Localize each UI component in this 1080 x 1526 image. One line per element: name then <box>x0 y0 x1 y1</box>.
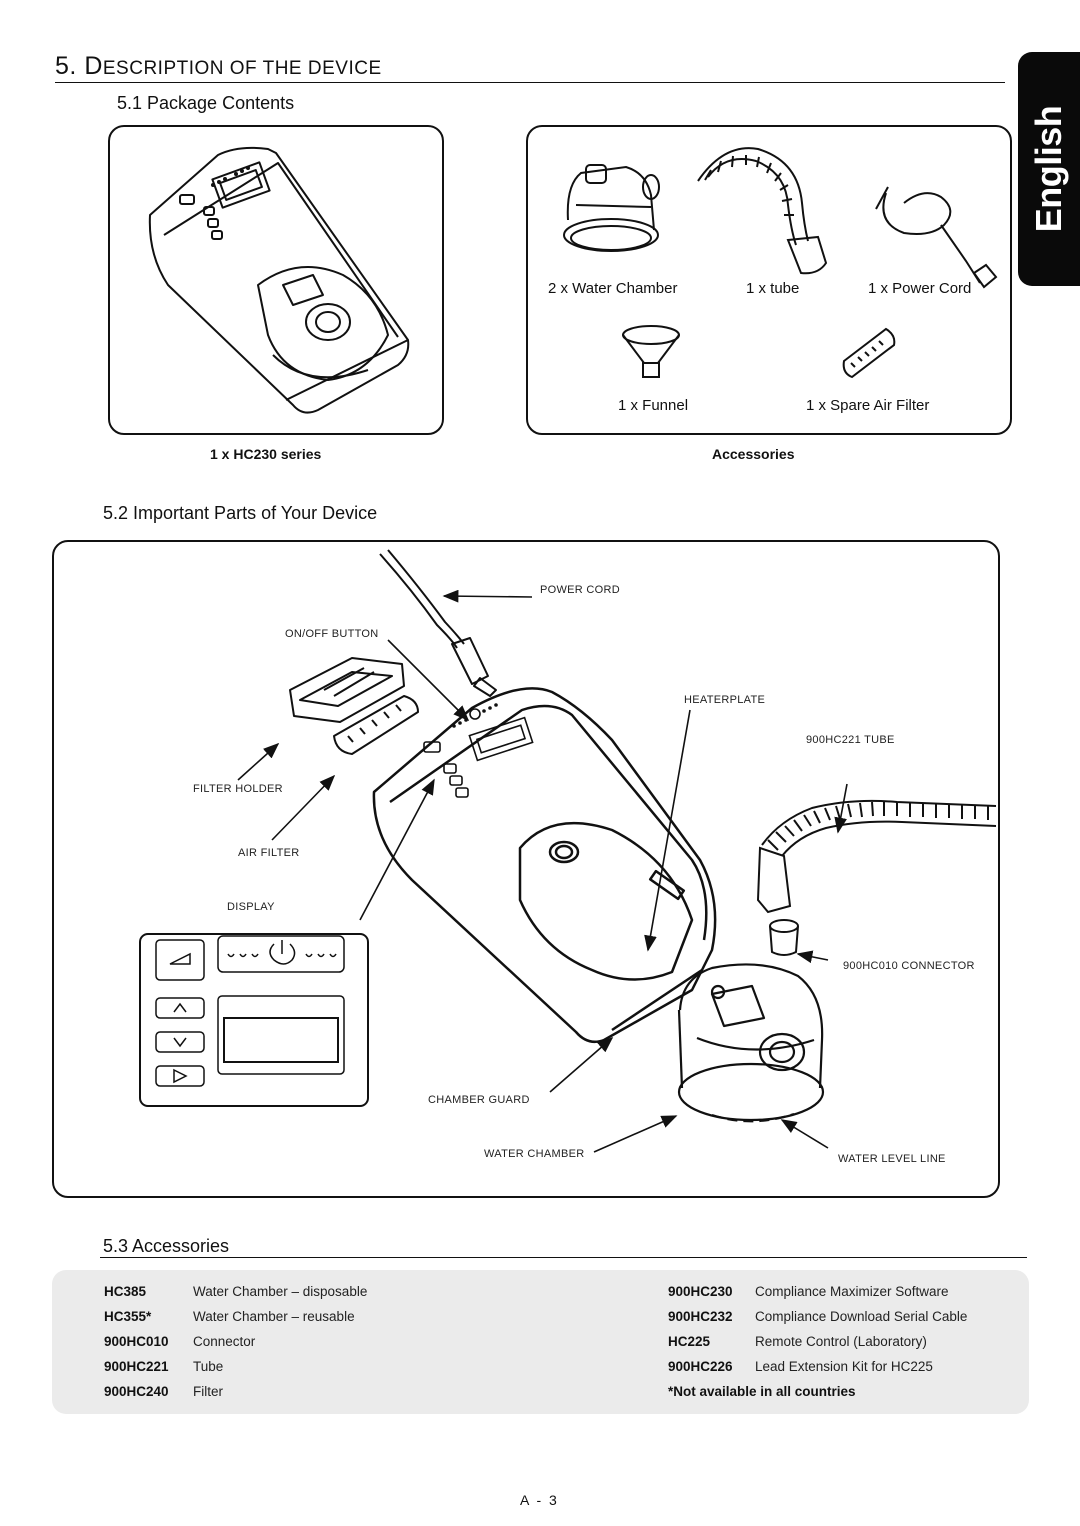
accessory-desc: Water Chamber – reusable <box>193 1309 355 1324</box>
humidifier-device-illustration <box>148 146 410 414</box>
accessory-desc: Connector <box>193 1334 256 1349</box>
accessory-code: 900HC226 <box>668 1359 733 1374</box>
water-chamber-label: 2 x Water Chamber <box>548 280 678 297</box>
accessory-code: HC385 <box>104 1284 147 1299</box>
section-number: 5. <box>55 52 77 80</box>
accessory-desc: Filter <box>193 1384 223 1399</box>
accessory-code: 900HC010 <box>104 1334 169 1349</box>
language-tab: English <box>1018 52 1080 286</box>
accessory-desc: Compliance Maximizer Software <box>755 1284 949 1299</box>
callout-arrows <box>237 589 848 1153</box>
section-initial: D <box>84 52 103 80</box>
power-cord-icon <box>875 186 998 289</box>
accessories-caption: Accessories <box>712 446 795 462</box>
accessory-code: 900HC230 <box>668 1284 733 1299</box>
accessories-rule <box>100 1257 1027 1258</box>
accessory-code: 900HC240 <box>104 1384 169 1399</box>
power-cord-drawing <box>379 549 497 697</box>
on-off-button-callout: ON/OFF BUTTON <box>285 628 379 640</box>
device-body-drawing <box>372 687 717 1043</box>
tube-label: 1 x tube <box>746 280 800 297</box>
accessories-box <box>52 1270 1029 1414</box>
water-chamber-icon <box>563 164 660 252</box>
funnel-icon <box>622 325 680 378</box>
accessory-footnote: *Not available in all countries <box>668 1384 856 1399</box>
section-rule <box>55 82 1005 83</box>
spare-air-filter-label: 1 x Spare Air Filter <box>806 397 930 414</box>
filter-holder-callout: FILTER HOLDER <box>193 783 283 795</box>
parts-panel <box>52 540 1000 1198</box>
filter-holder-drawing <box>289 657 405 723</box>
parts-diagram <box>139 549 997 1153</box>
heaterplate-callout: HEATERPLATE <box>684 694 766 706</box>
water-chamber-drawing <box>677 963 825 1123</box>
hose-drawing <box>756 799 997 914</box>
connector-callout: 900HC010 CONNECTOR <box>843 960 975 972</box>
device-keypad-drawing <box>423 708 534 798</box>
page-number: A - 3 <box>520 1492 559 1508</box>
tube-callout: 900HC221 TUBE <box>806 734 895 746</box>
accessories-title: 5.3 Accessories <box>103 1236 230 1256</box>
device-caption: 1 x HC230 series <box>210 446 322 462</box>
accessories-illustrations <box>563 147 998 379</box>
accessory-desc: Lead Extension Kit for HC225 <box>755 1359 933 1374</box>
important-parts-title: 5.2 Important Parts of Your Device <box>103 503 378 523</box>
accessory-desc: Remote Control (Laboratory) <box>755 1334 927 1349</box>
accessory-code: HC355* <box>104 1309 152 1324</box>
section-title: 5. DESCRIPTION OF THE DEVICE <box>55 52 382 81</box>
water-chamber-callout: WATER CHAMBER <box>484 1148 585 1160</box>
package-contents-title: 5.1 Package Contents <box>117 93 295 113</box>
tube-icon <box>697 147 828 275</box>
accessory-desc: Water Chamber – disposable <box>193 1284 368 1299</box>
air-filter-drawing <box>333 695 419 755</box>
connector-drawing <box>769 919 799 956</box>
air-filter-callout: AIR FILTER <box>238 847 300 859</box>
water-level-line-callout: WATER LEVEL LINE <box>838 1153 946 1165</box>
accessory-desc: Compliance Download Serial Cable <box>755 1309 968 1324</box>
language-tab-label: English <box>1028 105 1069 233</box>
power-cord-label: 1 x Power Cord <box>868 280 972 297</box>
display-closeup-drawing <box>139 933 369 1107</box>
accessory-code: 900HC221 <box>104 1359 169 1374</box>
accessory-code: 900HC232 <box>668 1309 733 1324</box>
display-callout: DISPLAY <box>227 901 275 913</box>
accessory-desc: Tube <box>193 1359 224 1374</box>
power-cord-callout: POWER CORD <box>540 584 620 596</box>
chamber-guard-callout: CHAMBER GUARD <box>428 1094 530 1106</box>
funnel-label: 1 x Funnel <box>618 397 689 414</box>
spare-filter-icon <box>842 327 896 379</box>
accessory-code: HC225 <box>668 1334 711 1349</box>
section-title-rest: ESCRIPTION OF THE DEVICE <box>102 58 382 79</box>
